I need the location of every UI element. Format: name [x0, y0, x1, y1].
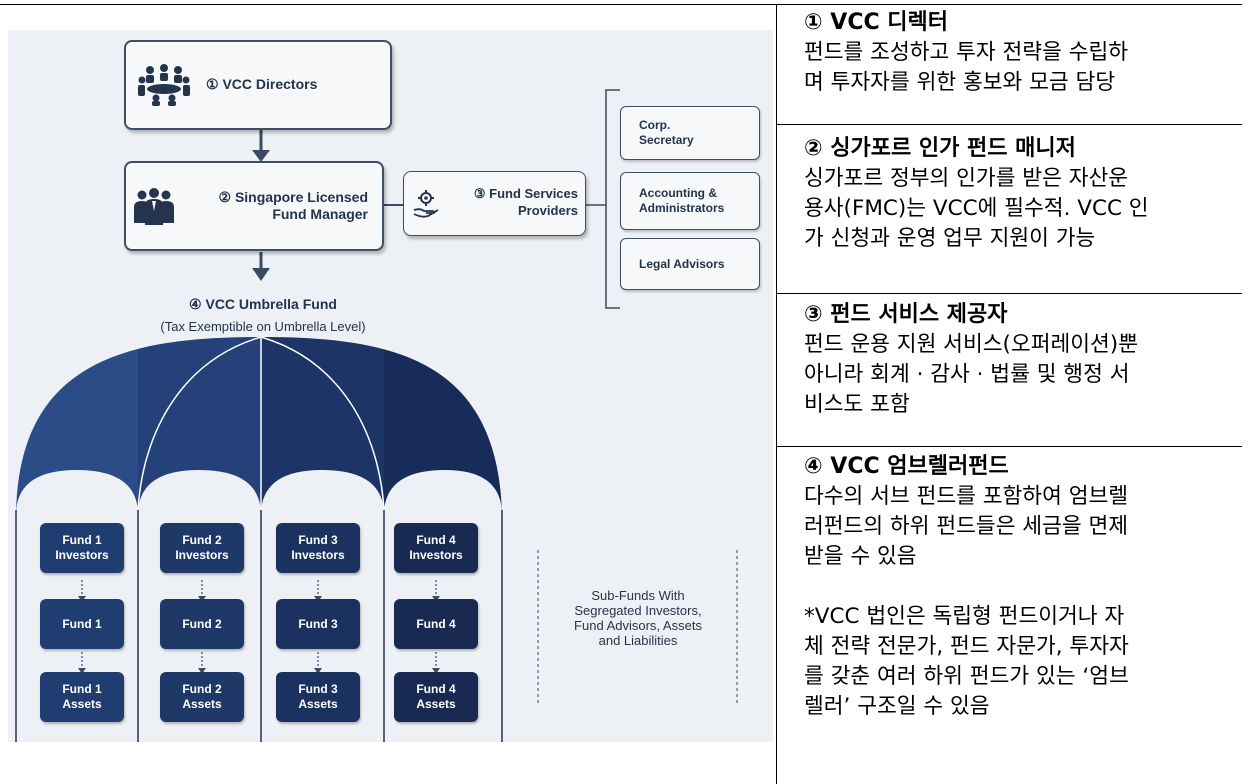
umbrella-fund-title: ④ VCC Umbrella Fund: [189, 296, 337, 312]
accounting-line2: Administrators: [639, 201, 725, 215]
fund-flow-arrowheads: [78, 596, 440, 674]
description-2: ② 싱가포르 인가 펀드 매니저 싱가포르 정부의 인가를 받은 자산운 용사(…: [777, 134, 1242, 254]
fund-1-assets-box: Fund 1 Assets: [40, 672, 124, 722]
vcc-directors-label: ① VCC Directors: [206, 76, 318, 92]
row-divider-2: [777, 293, 1242, 294]
fund-2-assets-box: Fund 2 Assets: [160, 672, 244, 722]
subfund-dashed-lines: [537, 550, 738, 705]
vcc-structure-diagram: ① VCC Directors ② Singapore Licensed Fun…: [8, 30, 773, 742]
accounting-line1: Accounting &: [639, 186, 717, 200]
gear-hand-icon: [413, 190, 439, 218]
accounting-box: Accounting & Administrators: [620, 172, 760, 230]
sub-funds-note: Sub-Funds With Segregated Investors, Fun…: [574, 588, 702, 648]
fund-1-investors-box: Fund 1 Investors: [40, 523, 124, 573]
corp-secretary-box: Corp. Secretary: [620, 106, 760, 160]
legal-advisors-label: Legal Advisors: [639, 256, 725, 271]
fund-services-label: ③ Fund Services Providers: [446, 185, 578, 219]
umbrella-scallops: [16, 470, 502, 515]
table-column-divider: [776, 4, 777, 784]
arrow-head-2: [252, 268, 270, 281]
description-2-title: ② 싱가포르 인가 펀드 매니저: [804, 136, 1076, 161]
services-bracket: [605, 89, 620, 309]
vcc-directors-box: ① VCC Directors: [124, 40, 392, 130]
fund-2-box: Fund 2: [160, 599, 244, 649]
description-1: ① VCC 디렉터 펀드를 조성하고 투자 전략을 수립하 며 투자자를 위한 …: [777, 8, 1242, 98]
fund-services-label-line2: Providers: [518, 203, 578, 218]
fund-services-box: ③ Fund Services Providers: [403, 171, 586, 236]
description-1-body: 펀드를 조성하고 투자 전략을 수립하 며 투자자를 위한 홍보와 모금 담당: [804, 40, 1129, 95]
diagram-graphics: [15, 89, 738, 742]
fund-3-investors-box: Fund 3 Investors: [276, 523, 360, 573]
fund-flow-arrows: [81, 580, 437, 670]
description-3: ③ 펀드 서비스 제공자 펀드 운용 지원 서비스(오퍼레이션)뿐 아니라 회계…: [777, 300, 1242, 420]
corp-secretary-line1: Corp.: [639, 118, 671, 132]
legal-advisors-box: Legal Advisors: [620, 238, 760, 290]
description-4: ④ VCC 엄브렐러펀드 다수의 서브 펀드를 포함하여 엄브렐 러펀드의 하위…: [777, 452, 1242, 722]
description-3-title: ③ 펀드 서비스 제공자: [804, 302, 1008, 327]
fund-3-box: Fund 3: [276, 599, 360, 649]
corp-secretary-line2: Secretary: [639, 133, 694, 147]
fund-4-box: Fund 4: [394, 599, 478, 649]
description-4-body: 다수의 서브 펀드를 포함하여 엄브렐 러펀드의 하위 펀드들은 세금을 면제 …: [804, 484, 1129, 719]
arrow-head-1: [252, 150, 270, 162]
row-divider-1: [777, 124, 1242, 125]
fund-4-investors-box: Fund 4 Investors: [394, 523, 478, 573]
fund-4-assets-box: Fund 4 Assets: [394, 672, 478, 722]
fund-3-assets-box: Fund 3 Assets: [276, 672, 360, 722]
row-divider-3: [777, 446, 1242, 447]
board-meeting-icon: [138, 64, 190, 106]
description-4-title: ④ VCC 엄브렐러펀드: [804, 454, 1009, 479]
fund-manager-label-line1: ② Singapore Licensed: [218, 189, 368, 205]
fund-services-label-line1: ③ Fund Services: [473, 186, 578, 201]
umbrella-fund-subtitle: (Tax Exemptible on Umbrella Level): [160, 319, 366, 334]
description-1-title: ① VCC 디렉터: [804, 10, 948, 35]
fund-2-investors-box: Fund 2 Investors: [160, 523, 244, 573]
table-top-border: [0, 4, 1242, 5]
umbrella-ribs: [15, 510, 503, 742]
team-icon: [134, 188, 174, 225]
description-2-body: 싱가포르 정부의 인가를 받은 자산운 용사(FMC)는 VCC에 필수적. V…: [804, 166, 1149, 251]
fund-manager-label: ② Singapore Licensed Fund Manager: [186, 189, 368, 223]
fund-1-box: Fund 1: [40, 599, 124, 649]
fund-manager-label-line2: Fund Manager: [272, 206, 368, 222]
description-3-body: 펀드 운용 지원 서비스(오퍼레이션)뿐 아니라 회계 · 감사 · 법률 및 …: [804, 332, 1138, 417]
fund-manager-box: ② Singapore Licensed Fund Manager: [124, 161, 384, 251]
